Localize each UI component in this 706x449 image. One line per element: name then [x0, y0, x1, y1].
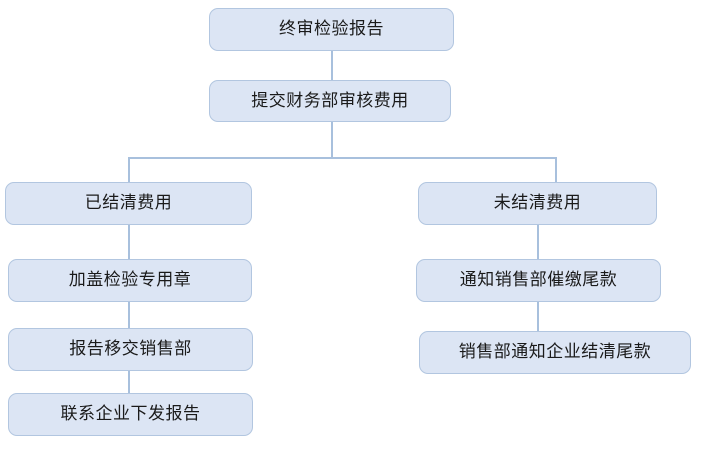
node-final-inspection-report[interactable]: 终审检验报告: [209, 8, 454, 51]
connector-n5-to-n6: [128, 371, 130, 394]
node-affix-inspection-seal[interactable]: 加盖检验专用章: [8, 259, 252, 302]
connector-branch-bus: [128, 157, 556, 159]
node-transfer-report-to-sales[interactable]: 报告移交销售部: [8, 328, 253, 371]
node-fee-unsettled[interactable]: 未结清费用: [418, 182, 657, 225]
connector-n2-to-branch: [331, 122, 333, 157]
connector-n3-to-n4: [128, 225, 130, 260]
connector-n8-to-n9: [537, 302, 539, 332]
connector-n4-to-n5: [128, 302, 130, 329]
connector-branch-to-left: [128, 157, 130, 183]
node-notify-sales-collect-balance[interactable]: 通知销售部催缴尾款: [416, 259, 661, 302]
connector-branch-to-right: [555, 157, 557, 183]
connector-n7-to-n8: [537, 225, 539, 260]
node-fee-settled[interactable]: 已结清费用: [5, 182, 252, 225]
node-contact-enterprise-issue-report[interactable]: 联系企业下发报告: [8, 393, 253, 436]
node-sales-notify-enterprise-settle-balance[interactable]: 销售部通知企业结清尾款: [419, 331, 691, 374]
node-submit-finance-review-fee[interactable]: 提交财务部审核费用: [209, 80, 451, 122]
connector-n1-to-n2: [331, 51, 333, 80]
